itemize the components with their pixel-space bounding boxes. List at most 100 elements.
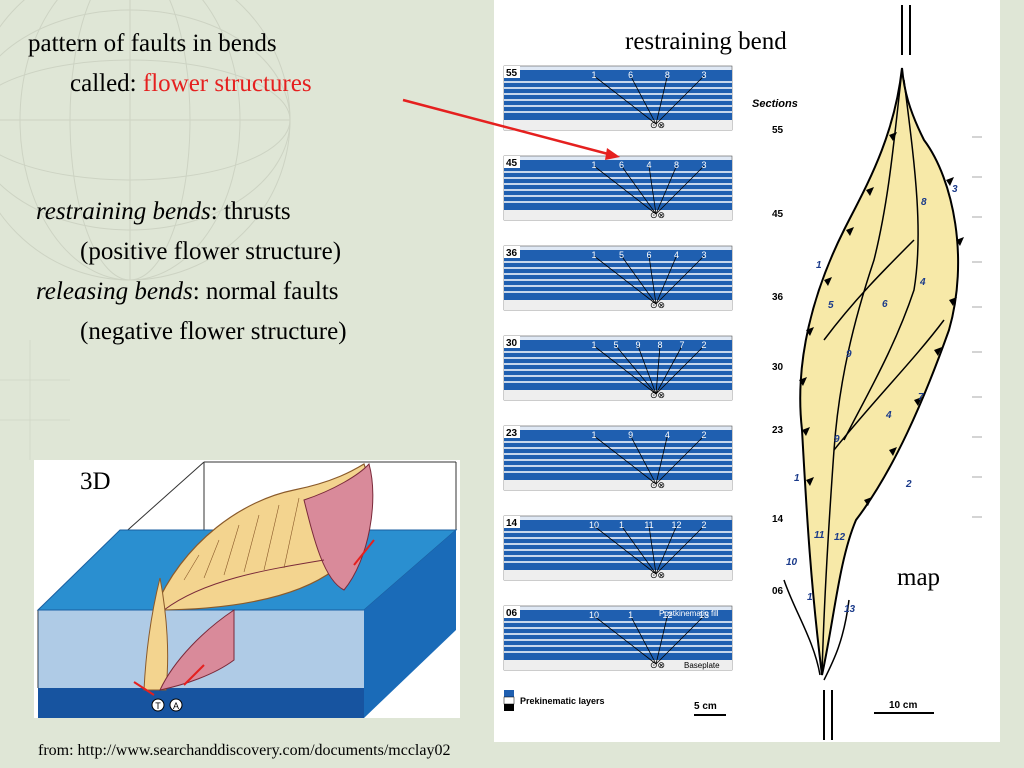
map-section-label-55: 55 [772, 125, 784, 136]
map-fault-number: 4 [885, 410, 892, 421]
section-14-slip-symbol: ⊙⊗ [650, 570, 665, 580]
section-23-fault-label: 9 [628, 430, 633, 440]
section-55-fault-label: 8 [665, 70, 670, 80]
block-diagram-svg: T A [36, 461, 458, 718]
postkinematic-label: Postkinematic fill [659, 609, 719, 618]
source-citation: from: http://www.searchanddiscovery.com/… [38, 742, 451, 759]
slide-title-line1: pattern of faults in bends [28, 30, 277, 57]
section-36-fault-label: 1 [591, 250, 596, 260]
baseplate-label: Baseplate [684, 661, 720, 670]
section-36-fault-label: 4 [674, 250, 679, 260]
map-fault-number: 9 [846, 349, 852, 360]
section-30-fault-label: 2 [701, 340, 706, 350]
section-id-06: 06 [506, 608, 518, 619]
section-23-fault-label: 1 [591, 430, 596, 440]
label-3d: 3D [80, 468, 111, 495]
legend-prekinematic: Prekinematic layers [520, 696, 605, 706]
thrust-triangle-marker [806, 327, 814, 336]
section-23-fault-label: 4 [665, 430, 670, 440]
section-id-30: 30 [506, 338, 518, 349]
map-fault-number: 8 [921, 197, 927, 208]
thrust-triangle-marker [866, 187, 874, 196]
section-36-fault-label: 5 [619, 250, 624, 260]
map-scale: 10 cm [889, 700, 917, 711]
thrust-triangle-marker [802, 427, 810, 436]
slide-title-line2: called: flower structures [70, 70, 312, 98]
label-map: map [897, 564, 941, 591]
thrust-triangle-marker [806, 477, 814, 486]
section-06-fault-label: 13 [699, 610, 709, 620]
section-45-fault-label: 4 [646, 160, 651, 170]
map-fault-number: 13 [844, 604, 856, 615]
map-fault-number: 3 [952, 184, 958, 195]
section-id-23: 23 [506, 428, 518, 439]
map-fault-number: 5 [828, 300, 834, 311]
section-23-slip-symbol: ⊙⊗ [650, 480, 665, 490]
map-fault-number: 7 [918, 392, 924, 403]
title-prefix: called: [70, 70, 143, 97]
map-section-label-23: 23 [772, 425, 784, 436]
thrust-triangle-marker [956, 237, 964, 246]
thrust-triangle-marker [824, 277, 832, 286]
section-14-fault-label: 11 [644, 520, 653, 530]
section-id-45: 45 [506, 158, 518, 169]
map-fault-number: 12 [834, 532, 846, 543]
section-14-fault-label: 12 [671, 520, 681, 530]
map-fault-number: 1 [794, 473, 800, 484]
map-fault-number: 1 [816, 260, 822, 271]
section-06-fault-label: 10 [589, 610, 599, 620]
section-14-fault-label: 10 [589, 520, 599, 530]
section-06-slip-symbol: ⊙⊗ [650, 660, 665, 670]
map-fault-number: 4 [919, 277, 926, 288]
bullet-restraining-term: restraining bends [36, 198, 211, 225]
bullet-list: restraining bends: thrusts (positive flo… [36, 192, 347, 352]
map-section-label-45: 45 [772, 209, 784, 220]
thrust-triangle-marker [914, 397, 922, 406]
section-45-fault-label: 6 [619, 160, 624, 170]
section-30-fault-label: 1 [591, 340, 596, 350]
map-fault-number: 11 [814, 530, 825, 541]
bullet-releasing-desc: : normal faults [192, 278, 339, 305]
bullet-restraining-sub: (positive flower structure) [80, 238, 342, 265]
thrust-triangle-marker [799, 377, 807, 386]
label-restraining-bend: restraining bend [625, 28, 787, 55]
map-fault-number: 1 [807, 592, 813, 603]
section-14-fault-label: 1 [619, 520, 624, 530]
section-55-fault-label: 6 [628, 70, 633, 80]
section-30-fault-label: 8 [657, 340, 662, 350]
section-36-slip-symbol: ⊙⊗ [650, 300, 665, 310]
thrust-triangle-marker [846, 227, 854, 236]
section-06-fault-label: 12 [662, 610, 672, 620]
map-fault-number: 2 [905, 479, 912, 490]
section-55-fault-label: 3 [701, 70, 706, 80]
marker-a: A [173, 701, 179, 711]
section-06-fault-label: 1 [628, 610, 633, 620]
section-45-slip-symbol: ⊙⊗ [650, 210, 665, 220]
map-fault-number: 6 [882, 299, 888, 310]
bullet-releasing: releasing bends: normal faults [36, 272, 347, 312]
section-30-fault-label: 7 [679, 340, 684, 350]
section-id-36: 36 [506, 248, 518, 259]
section-scale: 5 cm [694, 701, 717, 712]
map-fault-number: 10 [786, 557, 798, 568]
thrust-triangle-marker [946, 177, 954, 186]
section-14-fault-label: 2 [701, 520, 706, 530]
thrust-triangle-marker [934, 347, 942, 356]
title-highlight: flower structures [142, 70, 312, 97]
marker-t: T [155, 701, 161, 711]
section-45-fault-label: 3 [701, 160, 706, 170]
bullet-releasing-term: releasing bends [36, 278, 193, 305]
section-30-fault-label: 5 [613, 340, 618, 350]
section-23-fault-label: 2 [701, 430, 706, 440]
thrust-triangle-marker [864, 497, 872, 506]
map-section-label-14: 14 [772, 514, 784, 525]
section-36-fault-label: 3 [701, 250, 706, 260]
